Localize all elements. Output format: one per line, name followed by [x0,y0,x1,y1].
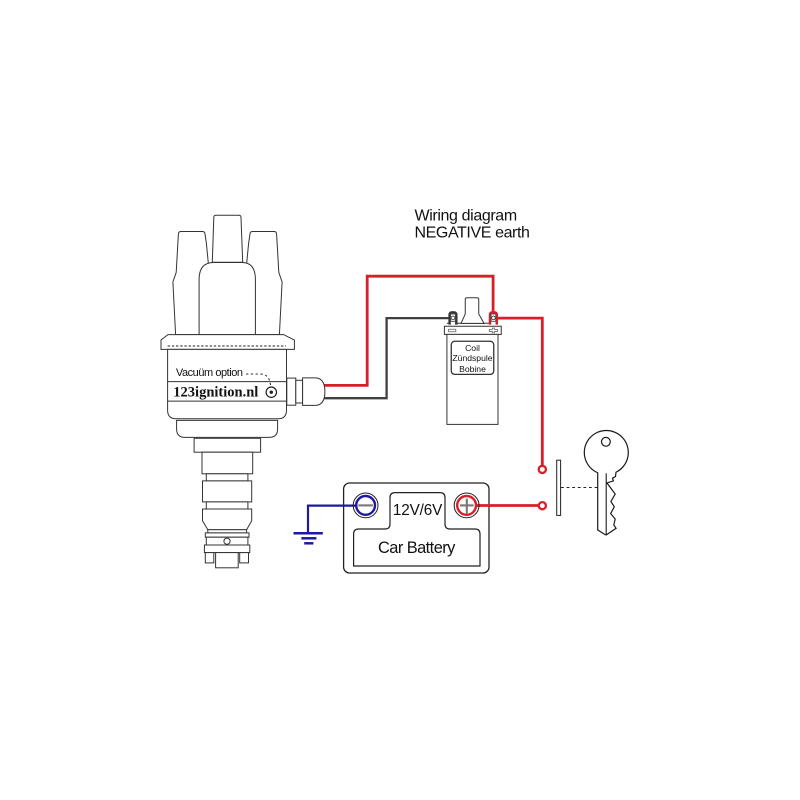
svg-text:12V/6V: 12V/6V [393,502,443,519]
svg-text:Bobine: Bobine [459,364,486,374]
svg-text:Zündspule: Zündspule [452,353,492,363]
svg-text:123ignition.nl: 123ignition.nl [173,384,258,400]
svg-text:Coil: Coil [465,343,480,353]
svg-text:Vacuüm option: Vacuüm option [176,367,243,379]
svg-text:NEGATIVE earth: NEGATIVE earth [415,225,530,242]
svg-text:Car Battery: Car Battery [378,539,456,557]
svg-text:Wiring diagram: Wiring diagram [415,207,517,224]
